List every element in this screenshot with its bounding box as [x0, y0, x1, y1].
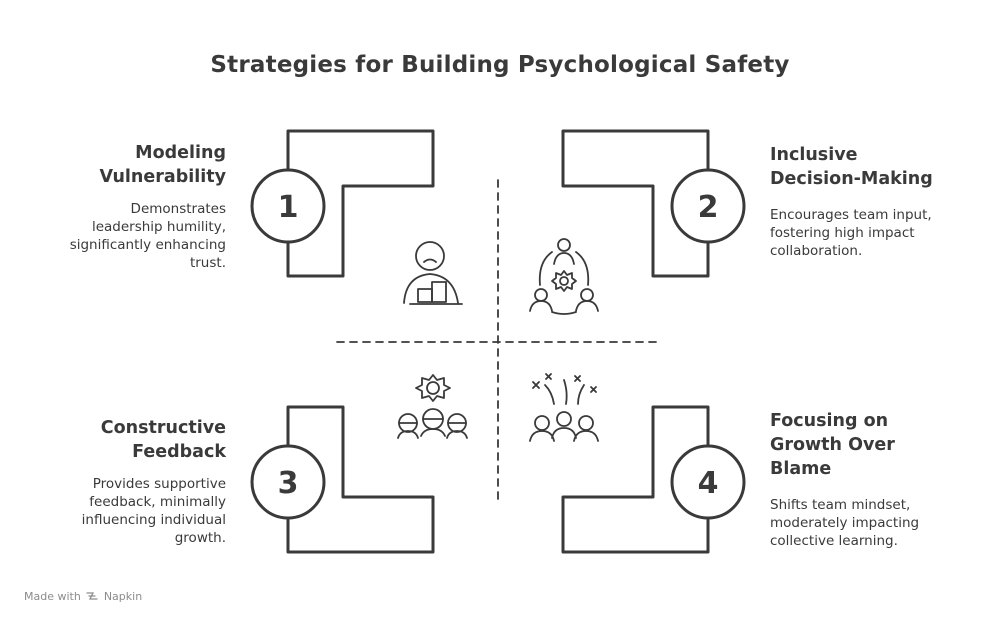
diagram-title: Strategies for Building Psychological Sa… — [210, 52, 790, 78]
quadrant-1-frame — [286, 129, 435, 278]
description-line: growth. — [174, 530, 226, 546]
leader-humility-icon — [403, 241, 463, 305]
quadrant-2-frame — [561, 129, 710, 278]
heading-line: Constructive — [100, 418, 226, 438]
description-line: trust. — [189, 255, 226, 271]
number-circle-4 — [670, 444, 746, 520]
team-feedback-icon — [397, 374, 468, 439]
description-line: fostering high impact — [770, 225, 915, 241]
number-label-3: 3 — [278, 466, 299, 501]
number-label-4: 4 — [698, 466, 719, 501]
quadrant-4-heading: Focusing on Growth Over Blame — [770, 409, 895, 481]
quadrant-1-heading: Modeling Vulnerability — [100, 141, 226, 189]
heading-line: Focusing on — [770, 411, 889, 431]
heading-line: Inclusive — [770, 145, 858, 165]
quadrant-4-description: Shifts team mindset, moderately impactin… — [770, 496, 919, 550]
description-line: collective learning. — [770, 533, 898, 549]
footer-attribution[interactable]: Made with Napkin — [24, 590, 142, 603]
heading-line: Growth Over — [770, 435, 895, 455]
celebrating-team-icon — [529, 373, 599, 442]
description-line: influencing individual — [81, 512, 226, 528]
description-line: Shifts team mindset, — [770, 497, 911, 513]
number-circle-2 — [670, 168, 746, 244]
quadrant-3-description: Provides supportive feedback, minimally … — [82, 475, 226, 547]
description-line: moderately impacting — [770, 515, 920, 531]
description-line: leadership humility, — [91, 219, 226, 235]
heading-line: Decision-Making — [770, 169, 933, 189]
number-label-2: 2 — [698, 190, 719, 225]
napkin-logo-icon — [86, 592, 98, 600]
description-line: collaboration. — [770, 243, 863, 259]
number-circle-1 — [250, 168, 326, 244]
number-label-1: 1 — [278, 190, 299, 225]
description-line: feedback, minimally — [89, 494, 226, 510]
number-circle-3 — [250, 444, 326, 520]
heading-line: Blame — [770, 459, 832, 479]
quadrant-1-description: Demonstrates leadership humility, signif… — [70, 200, 226, 272]
team-collaboration-icon — [529, 238, 599, 315]
heading-line: Modeling — [135, 143, 226, 163]
napkin-brand: Napkin — [103, 590, 143, 603]
quadrant-2-heading: Inclusive Decision-Making — [770, 143, 933, 191]
heading-line: Vulnerability — [99, 167, 226, 187]
quadrant-2-description: Encourages team input, fostering high im… — [770, 206, 932, 260]
description-line: Encourages team input, — [770, 207, 932, 223]
made-with-label: Made with — [24, 590, 81, 603]
description-line: Demonstrates — [130, 201, 226, 217]
quadrant-3-frame — [286, 405, 435, 554]
quadrant-3-heading: Constructive Feedback — [101, 416, 226, 464]
heading-line: Feedback — [132, 442, 226, 462]
description-line: Provides supportive — [92, 476, 226, 492]
description-line: significantly enhancing — [69, 237, 226, 253]
quadrant-4-frame — [561, 405, 710, 554]
